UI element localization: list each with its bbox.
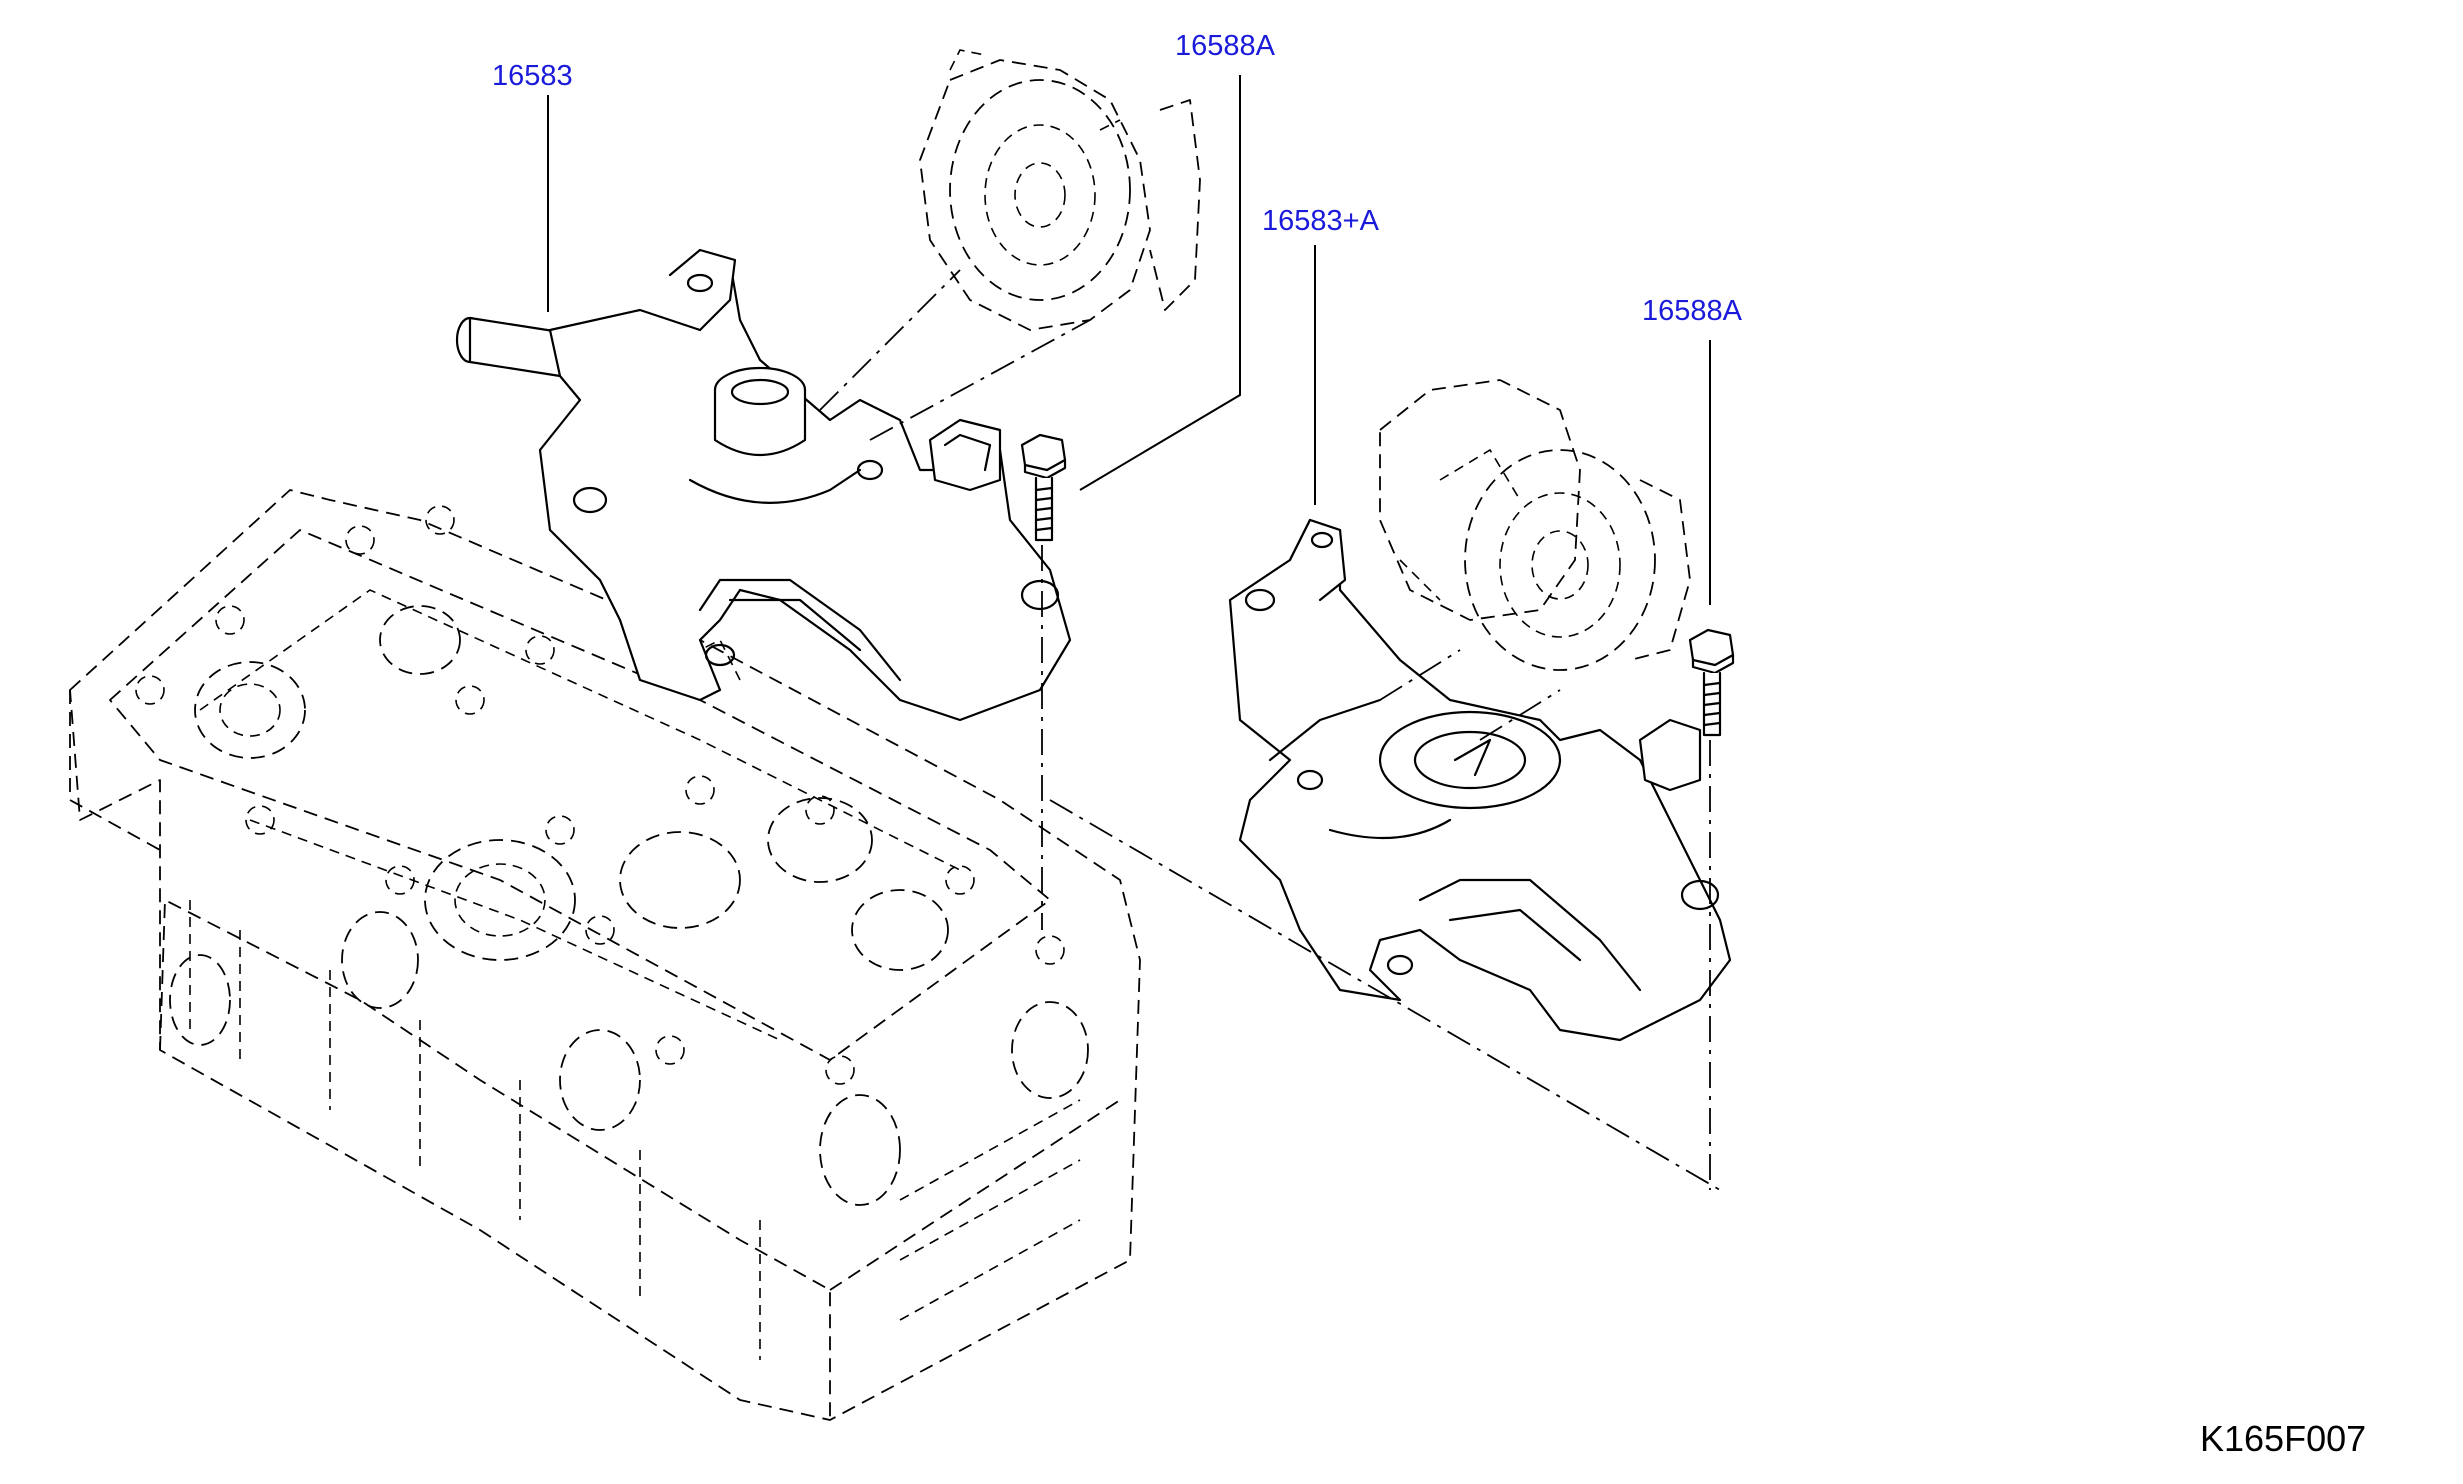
callout-16588a-right[interactable]: 16588A: [1642, 295, 1742, 327]
alignment-lines: [819, 269, 1721, 1191]
leader-lines: [547, 75, 1711, 605]
callout-16583-a[interactable]: 16583+A: [1262, 205, 1379, 237]
diagram-code: K165F007: [2200, 1418, 2367, 1459]
camshaft-sprocket-phantom-left: [919, 49, 1201, 331]
water-outlet-bracket-16583a[interactable]: [1228, 518, 1732, 1042]
camshaft-sprocket-phantom-right: [1379, 379, 1691, 671]
callout-16588a-top[interactable]: 16588A: [1175, 30, 1275, 62]
water-outlet-bracket-16583[interactable]: [455, 248, 1072, 722]
callout-16583[interactable]: 16583: [492, 60, 573, 92]
bolt-16588a-right[interactable]: [1688, 628, 1735, 737]
bolt-16588a-top[interactable]: [1020, 433, 1067, 542]
